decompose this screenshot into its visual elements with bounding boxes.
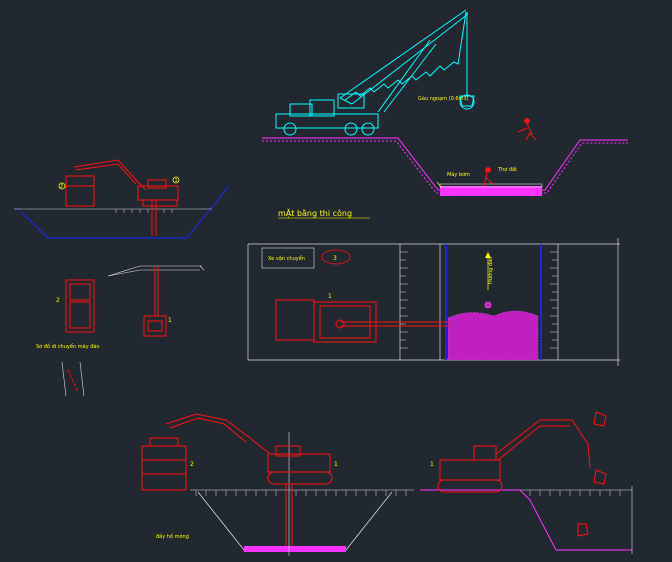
right-marker-1: 1 (430, 461, 434, 468)
marker-1-label: 1 (175, 178, 178, 184)
bottom-pit-floor (244, 546, 346, 552)
plan-marker-1: 1 (328, 293, 332, 300)
marker-2-label: 2 (60, 184, 63, 190)
bottom-marker-1: 1 (334, 461, 338, 468)
pit-bottom-label: đáy hố móng (156, 533, 189, 540)
bottom-excavator (165, 413, 333, 546)
left-excavator-section: 2 1 (14, 159, 230, 239)
trench-profile (262, 137, 628, 194)
truck-box-label: Xe vận chuyển (268, 255, 305, 262)
direction-label: Hướng đào (487, 257, 494, 284)
truck-box (261, 247, 315, 269)
worker-icons (483, 118, 537, 187)
travel-plan: 2 1 Sơ đồ di chuyển máy đào (36, 265, 205, 397)
travel-marker-1: 1 (168, 317, 172, 324)
site-plan: mẶt bằng thi công (247, 207, 620, 366)
plan-title: mẶt bằng thi công (278, 207, 352, 219)
bottom-left-section: 2 1 đáy hố móng (141, 413, 414, 556)
plan-excavator (275, 299, 450, 343)
pit-bottom (440, 186, 542, 196)
worker-label: Thợ đất (497, 166, 517, 173)
pump-label: Máy bơm (447, 171, 470, 178)
marker-2-circle (58, 182, 66, 190)
travel-label: Sơ đồ di chuyển máy đào (36, 342, 99, 350)
excavated-soil (448, 311, 538, 360)
plan-ruler-ticks (400, 251, 558, 349)
bottom-marker-2: 2 (190, 461, 194, 468)
right-excavator (437, 411, 607, 537)
crane-truck (275, 9, 475, 136)
crane-bucket-label: Gàu ngoạm (0.6m3) (418, 95, 469, 102)
left-excavator (65, 159, 179, 236)
travel-truck (65, 266, 167, 337)
plan-marker-3: 3 (333, 255, 337, 262)
bottom-truck (141, 437, 187, 491)
bottom-right-section: 1 (420, 411, 633, 554)
travel-marker-2: 2 (56, 297, 60, 304)
crane-section: Gàu ngoạm (0.6m3) Thợ đất Máy bơm (262, 9, 628, 196)
